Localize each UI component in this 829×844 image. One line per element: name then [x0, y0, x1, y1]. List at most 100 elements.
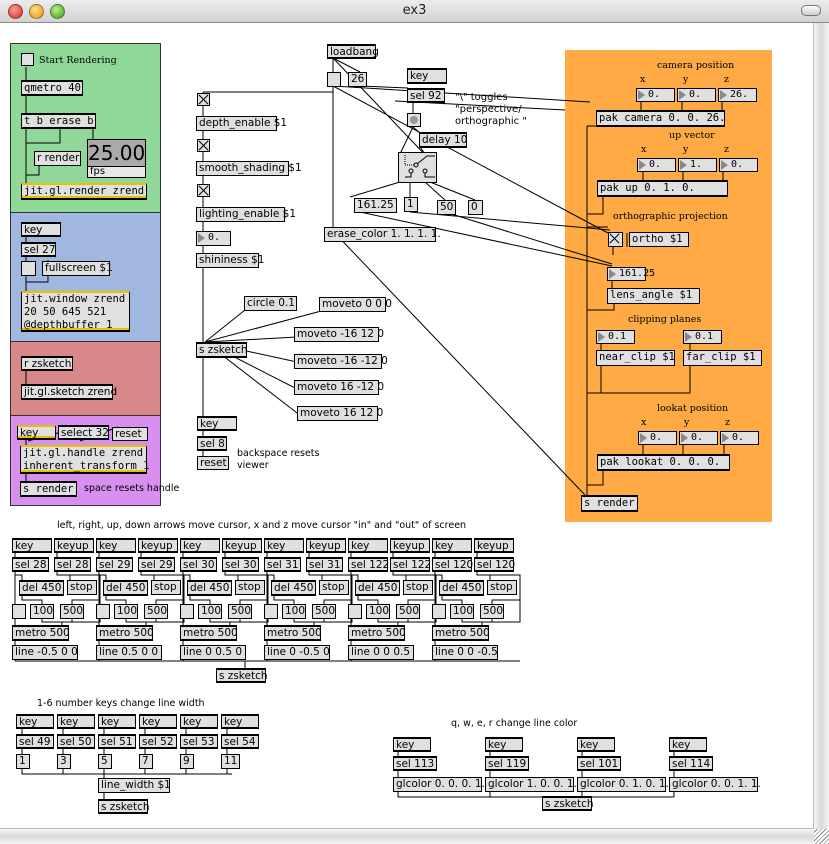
- key-object-backspace[interactable]: key: [197, 416, 237, 431]
- message-100[interactable]: 100: [282, 604, 306, 619]
- keyup-object[interactable]: keyup: [474, 538, 514, 553]
- keyup-object[interactable]: keyup: [222, 538, 262, 553]
- key-object[interactable]: key: [348, 538, 388, 553]
- sel-object[interactable]: sel 49: [16, 734, 54, 749]
- message-100[interactable]: 100: [114, 604, 138, 619]
- sel-object[interactable]: sel 53: [180, 734, 218, 749]
- key-object[interactable]: key: [264, 538, 304, 553]
- stop-message[interactable]: stop: [319, 580, 349, 595]
- jit-gl-render-object[interactable]: jit.gl.render zrend: [21, 183, 147, 200]
- vertical-scrollbar[interactable]: [813, 23, 829, 829]
- close-button[interactable]: [8, 4, 23, 19]
- key-object[interactable]: key: [21, 222, 61, 237]
- sel-keyup-object[interactable]: sel 31: [306, 557, 343, 572]
- stop-message[interactable]: stop: [487, 580, 517, 595]
- smooth-toggle[interactable]: [197, 139, 210, 152]
- value-message[interactable]: 9: [180, 754, 194, 769]
- line-message[interactable]: line 0.5 0 0: [96, 645, 162, 660]
- sel-keyup-object[interactable]: sel 29: [138, 557, 175, 572]
- line-message[interactable]: line 0 0 -0.5: [432, 645, 498, 660]
- del-object[interactable]: del 450: [271, 580, 316, 596]
- bang-toggle[interactable]: [348, 604, 362, 619]
- del-object[interactable]: del 450: [187, 580, 232, 596]
- message-100[interactable]: 100: [30, 604, 54, 619]
- message-100[interactable]: 100: [198, 604, 222, 619]
- sel-keyup-object[interactable]: sel 122: [390, 557, 431, 572]
- bang-toggle[interactable]: [180, 604, 194, 619]
- key-object[interactable]: key: [393, 737, 431, 752]
- ortho-message[interactable]: ortho $1: [629, 232, 689, 247]
- moveto-message-3[interactable]: moveto -16 -12 0: [294, 354, 388, 369]
- s-zsketch-arrows-object[interactable]: s zsketch: [216, 668, 268, 683]
- message-50[interactable]: 50: [437, 200, 456, 215]
- line-width-message[interactable]: line_width $1: [98, 778, 171, 793]
- sel-object[interactable]: sel 54: [221, 734, 259, 749]
- up-y-number[interactable]: 1.: [678, 158, 717, 172]
- far-clip-message[interactable]: far_clip $1: [683, 350, 762, 366]
- sel-object[interactable]: sel 101: [577, 756, 621, 771]
- minimize-button[interactable]: [29, 4, 44, 19]
- glcolor-message[interactable]: glcolor 0. 1. 0. 1.: [577, 777, 669, 792]
- key-object[interactable]: key: [577, 737, 615, 752]
- lighting-enable-message[interactable]: lighting_enable $1: [196, 207, 296, 222]
- stop-message[interactable]: stop: [235, 580, 265, 595]
- message-500[interactable]: 500: [312, 604, 336, 619]
- jit-gl-sketch-object[interactable]: jit.gl.sketch zrend: [21, 384, 117, 400]
- smooth-shading-message[interactable]: smooth_shading $1: [196, 161, 302, 176]
- line-message[interactable]: line 0 0.5 0: [180, 645, 246, 660]
- sel-object[interactable]: sel 29: [96, 557, 133, 572]
- r-zsketch-object[interactable]: r zsketch: [21, 356, 73, 371]
- lighting-toggle[interactable]: [197, 184, 210, 197]
- del-object[interactable]: del 450: [355, 580, 400, 596]
- stop-message[interactable]: stop: [403, 580, 433, 595]
- line-message[interactable]: line 0 -0.5 0: [264, 645, 330, 660]
- fullscreen-toggle[interactable]: [21, 261, 36, 276]
- value-message[interactable]: 3: [57, 754, 71, 769]
- sel-keyup-object[interactable]: sel 28: [54, 557, 91, 572]
- sel-object[interactable]: sel 119: [485, 756, 529, 771]
- sel-keyup-object[interactable]: sel 30: [222, 557, 259, 572]
- up-x-number[interactable]: 0.: [637, 158, 676, 172]
- lens-angle-message[interactable]: lens_angle $1: [607, 288, 700, 304]
- metro-object[interactable]: metro 500: [96, 625, 154, 641]
- metro-object[interactable]: metro 500: [180, 625, 238, 641]
- ortho-toggle[interactable]: [608, 232, 623, 247]
- message-0[interactable]: 0: [468, 200, 483, 215]
- key-object[interactable]: key: [57, 714, 95, 729]
- key-object-handle[interactable]: key: [17, 425, 56, 440]
- sel-object[interactable]: sel 52: [139, 734, 177, 749]
- keyup-object[interactable]: keyup: [138, 538, 178, 553]
- line-message[interactable]: line 0 0 0.5: [348, 645, 414, 660]
- sel-object[interactable]: sel 120: [432, 557, 473, 572]
- key-object[interactable]: key: [669, 737, 707, 752]
- horizontal-scrollbar[interactable]: [0, 828, 814, 844]
- message-500[interactable]: 500: [144, 604, 168, 619]
- sel-92-object[interactable]: sel 92: [407, 88, 445, 103]
- del-object[interactable]: del 450: [19, 580, 64, 596]
- sel-8-object[interactable]: sel 8: [197, 436, 227, 451]
- lookat-x-number[interactable]: 0.: [638, 431, 677, 445]
- far-clip-number[interactable]: 0.1: [683, 330, 722, 344]
- select-32-object[interactable]: select 32: [58, 425, 109, 440]
- camera-x-number[interactable]: 0.: [636, 88, 675, 102]
- sel-object[interactable]: sel 31: [264, 557, 301, 572]
- moveto-message-5[interactable]: moveto 16 12 0: [297, 406, 383, 421]
- moveto-message-2[interactable]: moveto -16 12 0: [294, 327, 384, 342]
- keyup-object[interactable]: keyup: [390, 538, 430, 553]
- message-500[interactable]: 500: [60, 604, 84, 619]
- s-zsketch-object[interactable]: s zsketch: [196, 342, 248, 358]
- delay-object[interactable]: delay 10: [419, 132, 467, 148]
- value-message[interactable]: 5: [98, 754, 112, 769]
- bang-toggle[interactable]: [432, 604, 446, 619]
- s-render-object[interactable]: s render: [20, 481, 77, 497]
- key-object[interactable]: key: [221, 714, 259, 729]
- message-161-25[interactable]: 161.25: [354, 198, 397, 213]
- moveto-message-1[interactable]: moveto 0 0 0: [319, 297, 392, 312]
- start-rendering-toggle[interactable]: [21, 53, 34, 66]
- reset-message[interactable]: reset: [112, 427, 148, 441]
- key-object[interactable]: key: [16, 714, 54, 729]
- pak-up-object[interactable]: pak up 0. 1. 0.: [597, 180, 728, 197]
- camera-y-number[interactable]: 0.: [677, 88, 716, 102]
- jit-gl-handle-object[interactable]: jit.gl.handle zrend inherent_transform 1: [20, 445, 149, 474]
- value-message[interactable]: 1: [16, 754, 30, 769]
